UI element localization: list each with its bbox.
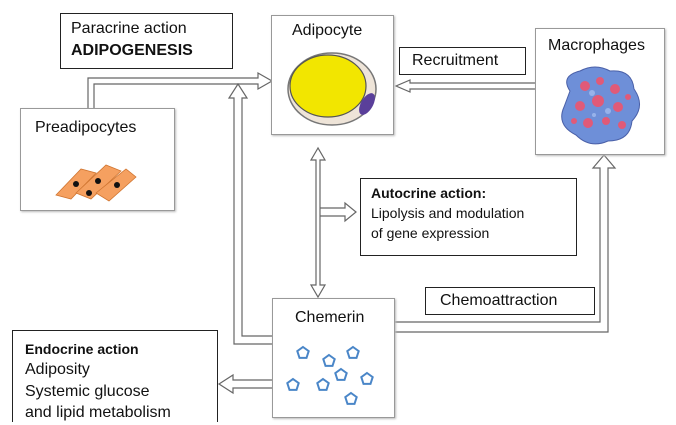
chemerin-pentagons-illustration [286,346,374,405]
preadipocytes-title: Preadipocytes [35,119,137,136]
chemoattraction-label: Chemoattraction [440,292,558,309]
chemerin-pentagon-icon [334,368,348,381]
chemerin-pentagon-icon [296,346,310,359]
arrow-autocrine [320,201,357,223]
macrophage-illustration [561,66,640,145]
recruitment-label: Recruitment [412,52,499,69]
endocrine-line2: Systemic glucose [25,383,150,400]
arrow-adipocyte-chemerin [309,146,327,299]
paracrine-box: Paracrine action ADIPOGENESIS [60,13,233,69]
chemerin-pentagon-icon [322,354,336,367]
endocrine-box: Endocrine action Adiposity Systemic gluc… [12,330,218,422]
arrow-recruitment [394,79,535,93]
endocrine-line3: and lipid metabolism [25,404,171,421]
arrow-preadipocytes-to-adipocyte [87,71,274,108]
lipid-droplet [289,54,367,118]
macrophages-box: Macrophages [535,28,665,155]
adipogenesis-label: ADIPOGENESIS [71,42,193,59]
arrow-chemoattraction [395,154,617,333]
chemerin-pentagon-icon [316,378,330,391]
paracrine-label: Paracrine action [71,20,187,37]
autocrine-box: Autocrine action: Lipolysis and modulati… [360,178,577,256]
chemerin-pentagon-icon [346,346,360,359]
adipocyte-title: Adipocyte [292,22,363,39]
macrophages-title: Macrophages [548,37,645,54]
chemoattraction-box: Chemoattraction [425,287,595,315]
autocrine-title: Autocrine action: [371,185,487,201]
chemerin-box: Chemerin [272,298,395,418]
autocrine-line1: Lipolysis and modulation [371,205,525,221]
endocrine-title: Endocrine action [25,341,139,357]
arrow-endocrine [217,373,273,395]
adipocyte-cell-illustration [287,52,377,126]
chemerin-title: Chemerin [295,309,365,326]
nucleus-icon [359,93,375,115]
adipocyte-box: Adipocyte [271,15,394,135]
chemerin-pentagon-icon [360,372,374,385]
preadipocyte-cells-illustration [55,164,137,202]
autocrine-line2: of gene expression [371,225,490,241]
chemerin-pentagon-icon [344,392,358,405]
preadipocytes-box: Preadipocytes [20,108,175,211]
recruitment-box: Recruitment [399,47,526,75]
endocrine-line1: Adiposity [25,361,90,378]
arrow-chemerin-loop [227,82,273,345]
chemerin-pentagon-icon [286,378,300,391]
